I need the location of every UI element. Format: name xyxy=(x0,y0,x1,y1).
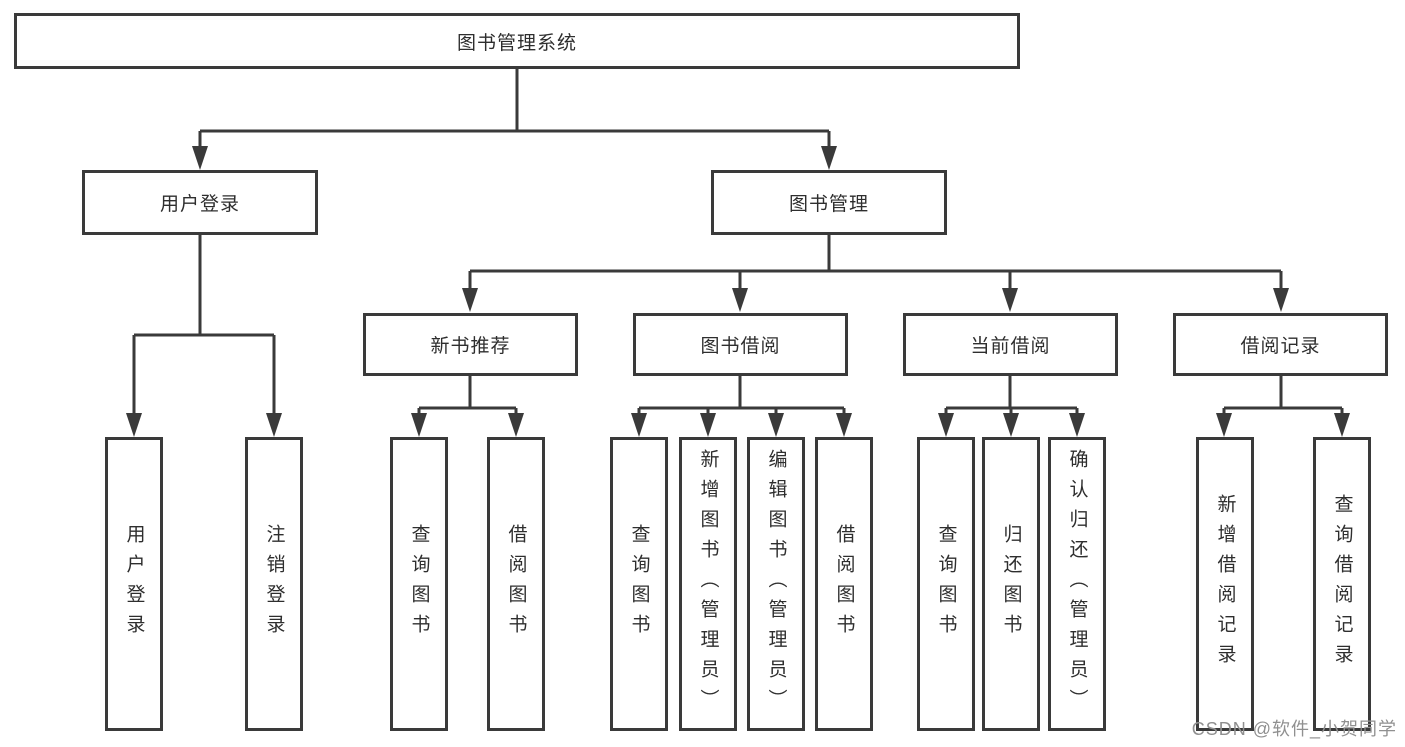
node-label: 查询图书 xyxy=(408,524,430,644)
leaf-borrowing-edit-books-admin: 编辑图书（管理员） xyxy=(747,437,805,731)
node-label: 注销登录 xyxy=(263,524,285,644)
node-label: 新书推荐 xyxy=(430,336,511,357)
node-user-login: 用户登录 xyxy=(82,170,318,235)
leaf-current-query-books: 查询图书 xyxy=(917,437,975,731)
node-label: 用户登录 xyxy=(123,524,145,644)
leaf-borrowing-query-books: 查询图书 xyxy=(610,437,668,731)
node-label: 图书管理系统 xyxy=(456,32,577,54)
arrowheads xyxy=(126,146,1350,437)
leaf-records-query-borrow-record: 查询借阅记录 xyxy=(1313,437,1371,731)
node-current-borrowing: 当前借阅 xyxy=(903,313,1118,376)
node-label: 编辑图书（管理员） xyxy=(765,449,787,719)
node-new-book-recommend: 新书推荐 xyxy=(363,313,578,376)
leaf-newbook-query-books: 查询图书 xyxy=(390,437,448,731)
node-label: 新增图书（管理员） xyxy=(697,449,719,719)
leaf-newbook-borrow-books: 借阅图书 xyxy=(487,437,545,731)
node-label: 图书借阅 xyxy=(700,336,781,357)
node-label: 新增借阅记录 xyxy=(1214,494,1236,674)
node-label: 用户登录 xyxy=(159,194,240,215)
leaf-logout: 注销登录 xyxy=(245,437,303,731)
node-label: 借阅图书 xyxy=(505,524,527,644)
node-label: 查询图书 xyxy=(628,524,650,644)
node-borrow-records: 借阅记录 xyxy=(1173,313,1388,376)
leaf-borrowing-borrow-books: 借阅图书 xyxy=(815,437,873,731)
node-label: 查询借阅记录 xyxy=(1331,494,1353,674)
node-label: 借阅记录 xyxy=(1240,336,1321,357)
leaf-records-add-borrow-record: 新增借阅记录 xyxy=(1196,437,1254,731)
node-label: 确认归还（管理员） xyxy=(1066,449,1088,719)
node-book-borrowing: 图书借阅 xyxy=(633,313,848,376)
leaf-current-return-books: 归还图书 xyxy=(982,437,1040,731)
node-system-root: 图书管理系统 xyxy=(14,13,1020,69)
csdn-watermark: CSDN @软件_小贺同学 xyxy=(1191,719,1397,739)
leaf-current-confirm-return-admin: 确认归还（管理员） xyxy=(1048,437,1106,731)
node-label: 图书管理 xyxy=(788,194,869,215)
leaf-borrowing-add-books-admin: 新增图书（管理员） xyxy=(679,437,737,731)
node-label: 查询图书 xyxy=(935,524,957,644)
leaf-user-login: 用户登录 xyxy=(105,437,163,731)
node-label: 当前借阅 xyxy=(970,336,1051,357)
node-label: 归还图书 xyxy=(1000,524,1022,644)
node-label: 借阅图书 xyxy=(833,524,855,644)
node-book-management: 图书管理 xyxy=(711,170,947,235)
